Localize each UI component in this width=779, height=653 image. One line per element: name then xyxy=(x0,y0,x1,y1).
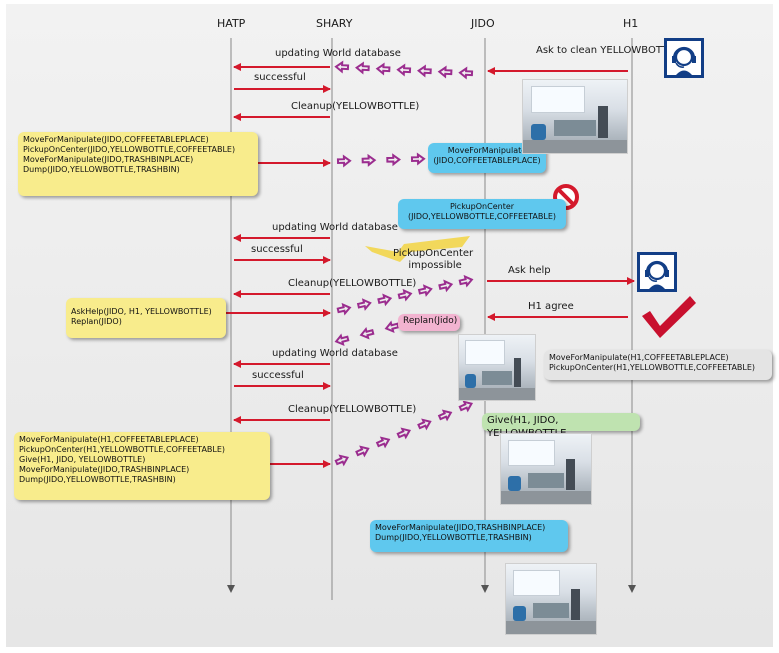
action1-line-2: (JIDO,COFFEETABLEPLACE) xyxy=(433,156,541,165)
headset-operator-icon-2 xyxy=(637,252,677,292)
participant-shary: SHARY xyxy=(316,17,353,30)
message-cleanup-1: Cleanup(YELLOWBOTTLE) xyxy=(291,101,420,112)
purple-arrow-shary-to-h1-2 xyxy=(356,298,372,311)
purple-arrow-shary-to-photo-7 xyxy=(458,400,474,413)
message-updating-world-db-2: updating World database xyxy=(272,222,398,233)
purple-arrow-shary-to-photo-6 xyxy=(437,409,453,422)
purple-arrow-jido-to-shary-1 xyxy=(458,66,474,80)
purple-arrow-jido-to-shary-7 xyxy=(334,60,350,74)
message-updating-world-db-3: updating World database xyxy=(272,348,398,359)
h1-action-line-2: PickupOnCenter(H1,YELLOWBOTTLE,COFFEETAB… xyxy=(549,363,756,372)
message-successful-1: successful xyxy=(254,72,306,83)
purple-arrow-jido-to-shary-3 xyxy=(417,64,432,78)
action-note-pickup-jido: PickupOnCenter (JIDO,YELLOWBOTTLE,COFFEE… xyxy=(398,199,566,229)
purple-arrow-jido-to-shary-5 xyxy=(375,62,391,76)
purple-arrow-replan-to-shary-1 xyxy=(384,320,400,334)
message-cleanup-3: Cleanup(YELLOWBOTTLE) xyxy=(288,404,417,415)
purple-arrow-jido-to-shary-4 xyxy=(396,63,412,77)
lifeline-h1-end xyxy=(628,585,636,593)
red-checkmark-icon xyxy=(642,296,696,338)
scene-photo-1 xyxy=(522,79,628,154)
message-successful-2: successful xyxy=(251,244,303,255)
action3-line-2: Dump(JIDO,YELLOWBOTTLE,TRASHBIN) xyxy=(375,533,532,542)
purple-arrows xyxy=(334,60,474,467)
plan1-line-2: PickupOnCenter(JIDO,YELLOWBOTTLE,COFFEET… xyxy=(23,145,236,154)
plan2-line-2: Replan(JIDO) xyxy=(71,317,122,326)
action-note-trashbin: MoveForManipulate(JIDO,TRASHBINPLACE) Du… xyxy=(370,520,568,552)
purple-arrow-shary-to-h1-4 xyxy=(397,288,413,302)
message-ask-to-clean: Ask to clean YELLOWBOTT xyxy=(536,45,668,56)
purple-arrow-shary-to-photo-5 xyxy=(417,418,432,431)
plan2-line-1: AskHelp(JIDO, H1, YELLOWBOTTLE) xyxy=(71,307,212,316)
plan-note-3: MoveForManipulate(H1,COFFEETABLEPLACE) P… xyxy=(14,432,270,500)
purple-arrow-jido-to-shary-6 xyxy=(355,61,370,75)
purple-arrow-shary-to-photo-3 xyxy=(375,436,391,449)
action2-line-2: (JIDO,YELLOWBOTTLE,COFFEETABLE) xyxy=(407,212,556,221)
plan3-line-2: PickupOnCenter(H1,YELLOWBOTTLE,COFFEETAB… xyxy=(19,445,226,454)
purple-arrow-shary-to-photo-2 xyxy=(355,445,370,458)
purple-arrow-shary-to-h1-1 xyxy=(336,302,352,316)
purple-arrow-shary-to-photo-4 xyxy=(396,427,412,440)
plan3-line-4: MoveForManipulate(JIDO,TRASHBINPLACE) xyxy=(19,465,190,474)
participant-jido: JIDO xyxy=(471,17,495,30)
message-pickup-impossible: PickupOnCenter impossible xyxy=(393,248,473,271)
participant-h1: H1 xyxy=(623,17,639,30)
action1-line-1: MoveForManipulate xyxy=(447,146,527,155)
scene-photo-4 xyxy=(505,563,597,635)
scene-photo-3 xyxy=(500,433,592,505)
purple-arrow-shary-to-jido-1 xyxy=(336,154,352,168)
plan1-line-4: Dump(JIDO,YELLOWBOTTLE,TRASHBIN) xyxy=(23,165,180,174)
h1-action-line-1: MoveForManipulate(H1,COFFEETABLEPLACE) xyxy=(549,353,729,362)
purple-arrow-shary-to-h1-5 xyxy=(417,284,433,297)
purple-arrow-shary-to-h1-7 xyxy=(458,274,474,288)
h1-action-note: MoveForManipulate(H1,COFFEETABLEPLACE) P… xyxy=(544,350,772,380)
message-pickup-line1: PickupOnCenter xyxy=(393,248,474,259)
message-updating-world-db-1: updating World database xyxy=(275,48,401,59)
replan-note: Replan(Jido) xyxy=(398,314,460,331)
plan-note-2: AskHelp(JIDO, H1, YELLOWBOTTLE) Replan(J… xyxy=(66,298,226,338)
headset-operator-icon xyxy=(664,38,704,78)
message-ask-help: Ask help xyxy=(508,265,551,276)
purple-arrow-shary-to-jido-4 xyxy=(410,152,426,166)
plan3-line-5: Dump(JIDO,YELLOWBOTTLE,TRASHBIN) xyxy=(19,475,176,484)
give-note: Give(H1, JIDO, YELLOWBOTTLE xyxy=(482,413,640,439)
message-cleanup-2: Cleanup(YELLOWBOTTLE) xyxy=(288,278,417,289)
action2-line-1: PickupOnCenter xyxy=(449,202,515,211)
scene-photo-2 xyxy=(458,334,536,401)
purple-arrow-jido-to-shary-2 xyxy=(437,65,453,79)
plan3-line-3: Give(H1, JIDO, YELLOWBOTTLE) xyxy=(19,455,146,464)
message-successful-3: successful xyxy=(252,370,304,381)
plan1-line-3: MoveForManipulate(JIDO,TRASHBINPLACE) xyxy=(23,155,194,164)
purple-arrow-replan-to-shary-2 xyxy=(359,326,375,340)
message-h1-agree: H1 agree xyxy=(528,301,574,312)
red-arrows xyxy=(226,63,635,468)
purple-arrow-replan-to-shary-3 xyxy=(334,333,350,347)
participant-hatp: HATP xyxy=(217,17,246,30)
lifeline-hatp-end xyxy=(227,585,235,593)
purple-arrow-shary-to-jido-3 xyxy=(386,153,401,167)
purple-arrow-shary-to-h1-6 xyxy=(438,279,454,293)
plan3-line-1: MoveForManipulate(H1,COFFEETABLEPLACE) xyxy=(19,435,199,444)
lifeline-jido-end xyxy=(481,585,489,593)
purple-arrow-shary-to-jido-2 xyxy=(361,153,377,167)
plan-note-1: MoveForManipulate(JIDO,COFFEETABLEPLACE)… xyxy=(18,132,258,196)
purple-arrow-shary-to-photo-1 xyxy=(334,454,350,467)
lightning-bolt-icon xyxy=(365,236,470,262)
action3-line-1: MoveForManipulate(JIDO,TRASHBINPLACE) xyxy=(375,523,546,532)
purple-arrow-shary-to-h1-3 xyxy=(377,293,393,307)
message-pickup-line2: impossible xyxy=(408,259,462,271)
plan1-line-1: MoveForManipulate(JIDO,COFFEETABLEPLACE) xyxy=(23,135,209,144)
